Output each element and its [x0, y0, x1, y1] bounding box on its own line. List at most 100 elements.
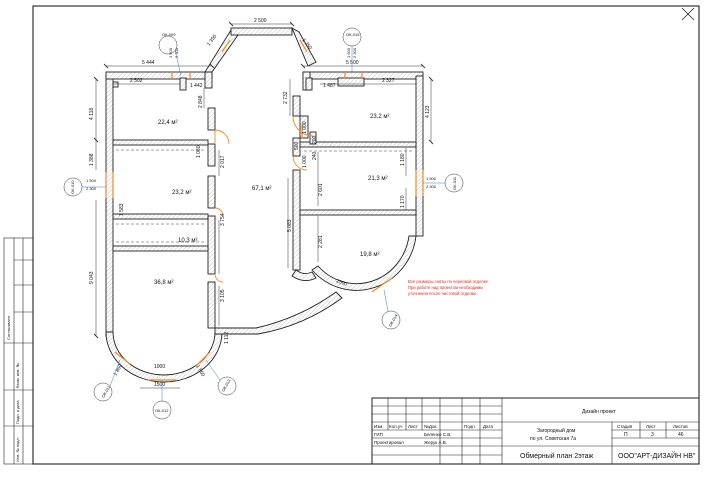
window-ok012: ОК-012 [155, 408, 169, 413]
dim-c-3105: 3 105 [220, 289, 226, 302]
right-bay-wall [311, 235, 417, 291]
dim-r-4123: 4 123 [425, 105, 431, 118]
windows-orange [105, 39, 424, 381]
room-area-3: 10,3 м² [178, 238, 197, 244]
tb-sheet-title: Обмерный план 2этаж [520, 452, 594, 460]
side-agreed: Согласовано [6, 315, 11, 340]
dim-bot-1500: 1500 [154, 382, 165, 388]
window-ok015-width: 1 500 [346, 47, 351, 58]
tb-col-data: Дата [483, 424, 493, 429]
tb-house-line1: Загородный дом [537, 427, 576, 434]
dim-top-2500: 2 500 [254, 18, 267, 24]
tb-design-project: Дизайн проект [582, 408, 616, 415]
tb-company: ООО"АРТ-ДИЗАЙН НВ" [618, 451, 696, 460]
window-ok014: ОК-014 [388, 313, 399, 328]
dim-l-4118: 4 118 [89, 108, 95, 120]
dim-l-1388: 1 388 [89, 153, 95, 166]
window-ok011-width: 1 500 [426, 176, 437, 181]
window-ok011b: ОК-011 [101, 384, 112, 399]
tb-sheets-header: Листов [673, 424, 688, 429]
tb-designer-name: Жерук А.В. [424, 440, 447, 445]
tb-gip-label: ГИП [374, 432, 383, 437]
window-ok011: ОК-011 [452, 176, 457, 190]
window-ok009: ОК-009 [162, 32, 176, 37]
tb-sheet-value: 3 [651, 432, 654, 438]
side-sign-date: Подп. и дата [15, 400, 20, 424]
dim-l-1442: 1 442 [190, 83, 203, 89]
tb-col-koluch: Кол.уч [389, 424, 403, 429]
sheet-frame [32, 5, 700, 465]
tb-col-izm: Изм. [374, 424, 384, 429]
room-area-4: 36,8 м² [154, 280, 173, 286]
partition-lines [116, 149, 412, 243]
window-ok009-width: 1 500 [168, 47, 173, 58]
measure-note-line1: Все размеры сняты по черновой отделке . [408, 279, 490, 284]
title-block-grid [371, 397, 700, 465]
dim-r-2601: 2 601 [318, 183, 324, 196]
window-ok010-height: 2 300 [86, 186, 97, 191]
dimension-lines [95, 23, 432, 389]
room-area-5: 23,2 м² [370, 114, 389, 120]
tb-stage-value: П [624, 432, 628, 438]
window-ok009-height: 2 300 [174, 47, 179, 58]
dim-r-2500-diag: 2500 [335, 278, 348, 288]
dim-r-1000b: 1 000 [302, 155, 308, 168]
dim-r-2281: 2 281 [318, 235, 324, 248]
window-ok011-height: 2 300 [426, 184, 437, 189]
tb-house-line2: по ул. Советская 7а [530, 436, 576, 442]
dim-r-2732: 2 732 [283, 91, 289, 104]
dim-c-3754: 3 754 [220, 213, 226, 226]
dim-bot-1850b: 1 850 [194, 364, 206, 378]
doors [214, 115, 314, 283]
dim-l-2848: 2 848 [198, 95, 204, 108]
tb-sheets-value: 46 [678, 432, 684, 438]
dim-bot-1850a: 1 850 [113, 363, 125, 377]
dim-r-1170: 1 170 [400, 195, 406, 208]
dim-r-2327: 2 327 [382, 78, 395, 84]
window-markers [63, 27, 464, 420]
window-ok010-width: 1 500 [86, 178, 97, 183]
dim-c-1060: 1 060 [196, 145, 202, 158]
corridor-wall [214, 269, 343, 335]
dim-r-5083: 5 083 [287, 219, 293, 232]
room-area-7: 19,8 м² [360, 252, 379, 258]
dim-r-240: 240 [312, 151, 318, 160]
room-area-hall: 67,1 м² [252, 186, 271, 192]
tb-designer-label: Проектировал [374, 440, 404, 445]
tb-col-podp: Подп. [464, 424, 476, 429]
dim-r-1487: 1 487 [323, 83, 336, 89]
window-ok015: ОК-015 [346, 32, 360, 37]
dim-right-5500: 5 500 [346, 60, 359, 66]
dim-top-1350-left: 1 350 [206, 34, 219, 48]
tb-gip-name: Беленко С.В. [424, 432, 451, 437]
measure-note-line3: уточнения после чистовой отделки . [408, 291, 478, 296]
window-ok015-height: 2 300 [352, 47, 357, 58]
dim-r-500: 500 [294, 141, 300, 150]
side-inv-replace: Взам. инв. № [15, 363, 20, 388]
dim-bot-1000: 1000 [154, 364, 165, 370]
side-inv-orig: Инв. № подл. [15, 437, 20, 462]
dim-r-1180: 1 180 [400, 153, 406, 166]
room-area-1: 22,4 м² [158, 120, 177, 126]
window-ok010: ОК-010 [70, 180, 75, 194]
dim-r-1000a: 1 000 [302, 121, 308, 134]
side-stamp [3, 237, 34, 465]
window-ok013: ОК-013 [221, 378, 232, 393]
tb-stage-header: Стадия [617, 424, 633, 429]
window-leaders [82, 46, 445, 401]
dim-l-2502: 2 502 [130, 78, 143, 84]
dim-r-200: 200 [312, 135, 318, 144]
room-area-2: 23,2 м² [172, 190, 191, 196]
tb-col-ndok: №Док. [424, 424, 438, 429]
dim-l-1583: 1 583 [119, 203, 125, 216]
measure-note-line2: При работе над проектом необходимы [408, 285, 483, 290]
dim-c-1112: 1 112 [224, 332, 230, 344]
tb-col-list: Лист [408, 424, 418, 429]
dim-l-9043: 9 043 [89, 271, 95, 284]
dim-left-5444: 5 444 [142, 60, 155, 66]
dimension-ticks [93, 21, 434, 339]
tb-sheet-header: Лист [646, 424, 656, 429]
room-area-6: 21,3 м² [368, 176, 387, 182]
dim-c-2017: 2 017 [220, 155, 226, 168]
